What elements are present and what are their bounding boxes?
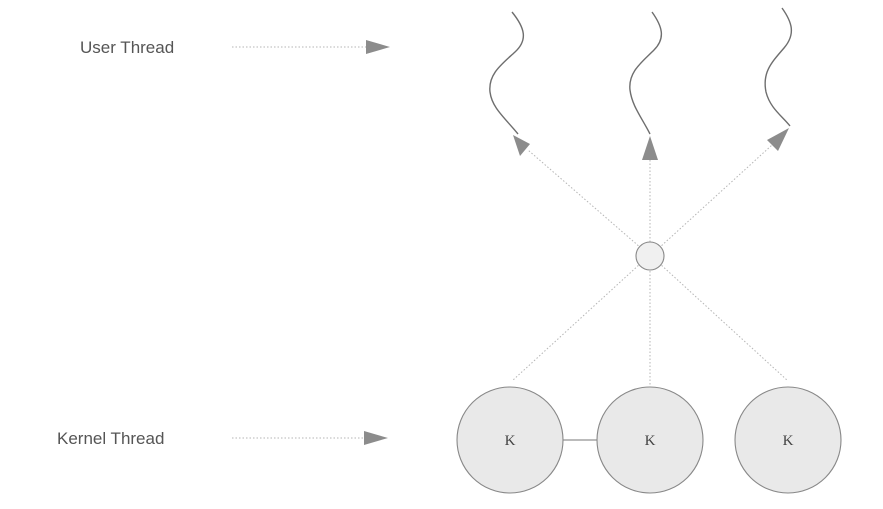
user-thread-1-arrowhead (513, 135, 530, 156)
hub-to-user-thread-3-line (658, 144, 773, 249)
hub-to-kernel-thread-1-line (511, 262, 642, 382)
user-thread-label: User Thread (80, 38, 174, 57)
user-thread-squiggle-3 (764, 7, 792, 127)
user-thread-squiggle-1 (489, 11, 524, 135)
user-thread-pointer-arrowhead (366, 40, 390, 54)
kernel-thread-3-label: K (783, 433, 794, 449)
kernel-thread-2: K (596, 386, 704, 494)
kernel-thread-1-label: K (505, 433, 516, 449)
hub-to-kernel-thread-3-line (658, 262, 789, 382)
kernel-thread-3: K (734, 386, 842, 494)
kernel-thread-label: Kernel Thread (57, 429, 164, 448)
hub-to-user-thread-1-line (527, 149, 642, 249)
kernel-thread-2-label: K (645, 433, 656, 449)
kernel-thread-pointer-arrowhead (364, 431, 388, 445)
user-thread-2-arrowhead (642, 136, 658, 160)
user-thread-squiggle-2 (629, 11, 662, 135)
kernel-thread-1: K (456, 386, 564, 494)
thread-mapping-hub (635, 241, 665, 271)
user-thread-3-arrowhead (767, 128, 789, 151)
